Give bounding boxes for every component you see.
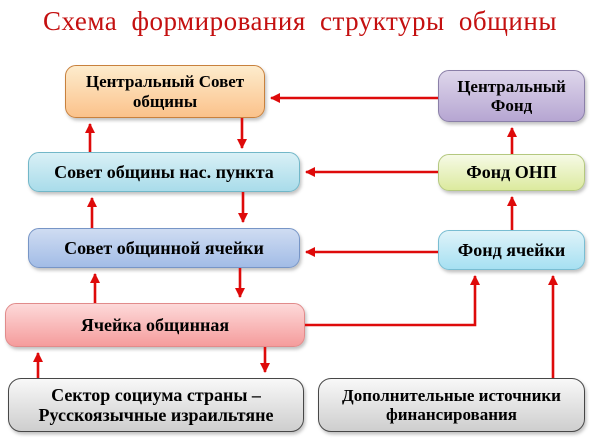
arrow-cell-to-cellfund-elbow: [305, 275, 480, 327]
node-onp-fund: Фонд ОНП: [438, 154, 585, 191]
node-community-cell: Ячейка общинная: [5, 303, 305, 347]
node-cell-fund: Фонд ячейки: [438, 230, 585, 270]
diagram-title: Схема формирования структуры общины: [43, 6, 557, 36]
node-settlement-council: Совет общины нас. пункта: [28, 152, 300, 192]
node-additional-sources: Дополнительные источники финансирования: [318, 378, 585, 432]
node-central-council: Центральный Совет общины: [65, 65, 265, 118]
node-society-sector: Сектор социума страны – Русскоязычные из…: [8, 378, 304, 432]
node-cell-council: Совет общинной ячейки: [28, 228, 300, 268]
node-central-fund: Центральный Фонд: [438, 70, 585, 122]
